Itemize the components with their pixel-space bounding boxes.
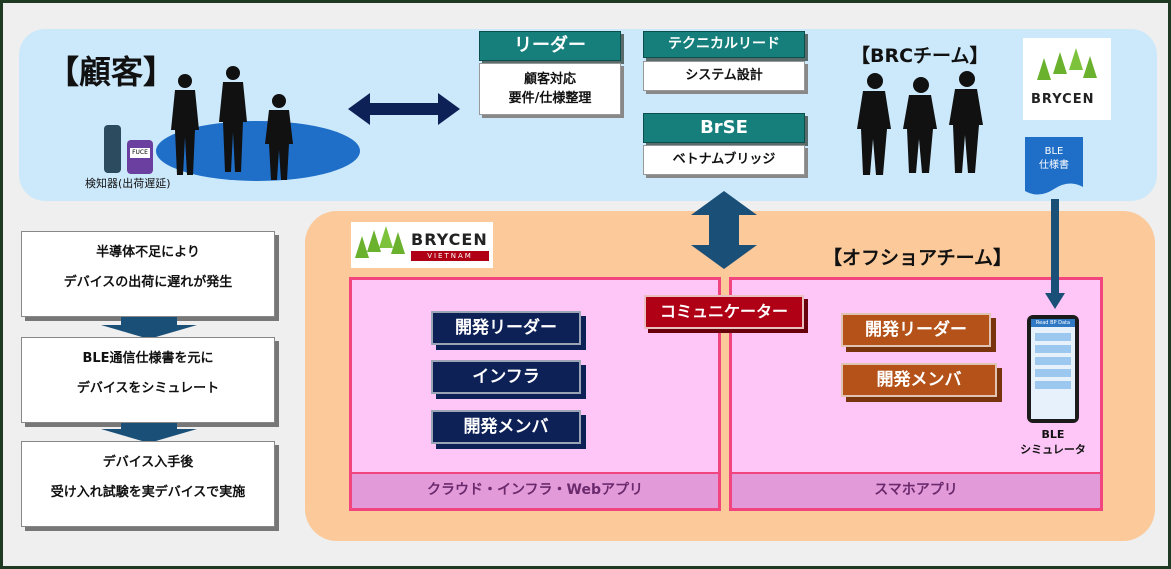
detector-screen: FUCE xyxy=(130,148,150,158)
logo-flag-3 xyxy=(1069,48,1083,70)
simulator-label: BLE シミュレータ xyxy=(1011,427,1095,457)
infra-box: インフラ xyxy=(431,360,581,394)
logo-flag-1 xyxy=(1037,58,1051,80)
flow-arrow-1 xyxy=(101,317,197,339)
flow-step-3: デバイス入手後 受け入れ試験を実デバイスで実施 xyxy=(21,441,275,527)
brycen-vietnam-logo: BRYCEN VIETNAM xyxy=(351,222,493,268)
detector-device-tall xyxy=(104,125,121,173)
flow-step-3-line1: デバイス入手後 xyxy=(102,455,194,470)
brycen-logo: BRYCEN xyxy=(1023,38,1111,120)
ble-simulator-phone: Read BP Data xyxy=(1027,315,1079,423)
phone-row-3 xyxy=(1035,357,1071,365)
ble-spec-line2: 仕様書 xyxy=(1039,160,1069,171)
flow-step-2-line2: デバイスをシミュレート xyxy=(76,381,220,396)
brc-team-title: 【BRCチーム】 xyxy=(851,45,989,67)
phone-row-2 xyxy=(1035,345,1071,353)
left-dev-member-box: 開発メンバ xyxy=(431,410,581,444)
leader-role-line1: 顧客対応 xyxy=(523,72,576,87)
detector-device-small: FUCE xyxy=(127,140,153,174)
left-dev-leader-box: 開発リーダー xyxy=(431,311,581,345)
leader-role-body: 顧客対応 要件/仕様整理 xyxy=(479,63,621,115)
right-dev-member-box: 開発メンバ xyxy=(841,363,997,397)
vn-logo-flag-1 xyxy=(355,236,369,258)
phone-screen: Read BP Data xyxy=(1031,319,1075,419)
brc-offshore-double-arrow xyxy=(691,191,757,269)
spec-to-simulator-arrow xyxy=(1045,199,1065,309)
flow-step-1-line2: デバイスの出荷に遅れが発生 xyxy=(63,275,233,290)
right-dev-leader-box: 開発リーダー xyxy=(841,313,991,347)
tech-lead-role-body: システム設計 xyxy=(643,61,805,91)
brse-role-head: BrSE xyxy=(643,113,805,143)
flow-step-2: BLE通信仕様書を元に デバイスをシミュレート xyxy=(21,337,275,423)
flow-step-1: 半導体不足により デバイスの出荷に遅れが発生 xyxy=(21,231,275,317)
ble-spec-line1: BLE xyxy=(1044,146,1064,157)
detector-label: 検知器(出荷遅延) xyxy=(85,177,171,190)
tech-lead-role-head: テクニカルリード xyxy=(643,31,805,58)
offshore-team-title: 【オフショアチーム】 xyxy=(823,247,1013,269)
brc-people-silhouettes xyxy=(857,71,983,175)
vn-logo-flag-2 xyxy=(367,230,381,252)
leader-role-line2: 要件/仕様整理 xyxy=(508,91,592,106)
brse-role-body: ベトナムブリッジ xyxy=(643,145,805,175)
client-people-silhouettes xyxy=(171,66,293,180)
flow-step-1-line1: 半導体不足により xyxy=(96,245,200,260)
vn-logo-flag-4 xyxy=(391,232,405,254)
flow-step-2-line1: BLE通信仕様書を元に xyxy=(82,351,214,366)
cloud-web-zone-label: クラウド・インフラ・Webアプリ xyxy=(352,472,718,508)
phone-row-5 xyxy=(1035,381,1071,389)
ble-spec-label: BLE 仕様書 xyxy=(1025,145,1083,173)
client-title: 【顧客】 xyxy=(47,53,176,91)
phone-header: Read BP Data xyxy=(1031,319,1075,327)
phone-row-1 xyxy=(1035,333,1071,341)
vn-logo-text: BRYCEN xyxy=(411,230,488,249)
logo-flag-2 xyxy=(1053,52,1067,74)
simulator-line2: シミュレータ xyxy=(1020,443,1086,456)
vn-logo-flag-3 xyxy=(379,226,393,248)
communicator-box: コミュニケーター xyxy=(644,295,804,329)
flow-step-3-line2: 受け入れ試験を実デバイスで実施 xyxy=(50,485,246,500)
phone-row-4 xyxy=(1035,369,1071,377)
flow-arrow-2 xyxy=(101,423,197,443)
brycen-logo-text: BRYCEN xyxy=(1031,92,1095,107)
ble-spec-document xyxy=(1025,137,1083,195)
leader-role-head: リーダー xyxy=(479,31,621,61)
logo-flag-4 xyxy=(1083,56,1097,78)
vn-logo-sub: VIETNAM xyxy=(411,251,489,261)
smartphone-app-zone-label: スマホアプリ xyxy=(732,472,1100,508)
simulator-line1: BLE xyxy=(1041,428,1065,441)
client-stage-ellipse xyxy=(156,121,360,181)
client-brc-double-arrow xyxy=(348,93,460,125)
